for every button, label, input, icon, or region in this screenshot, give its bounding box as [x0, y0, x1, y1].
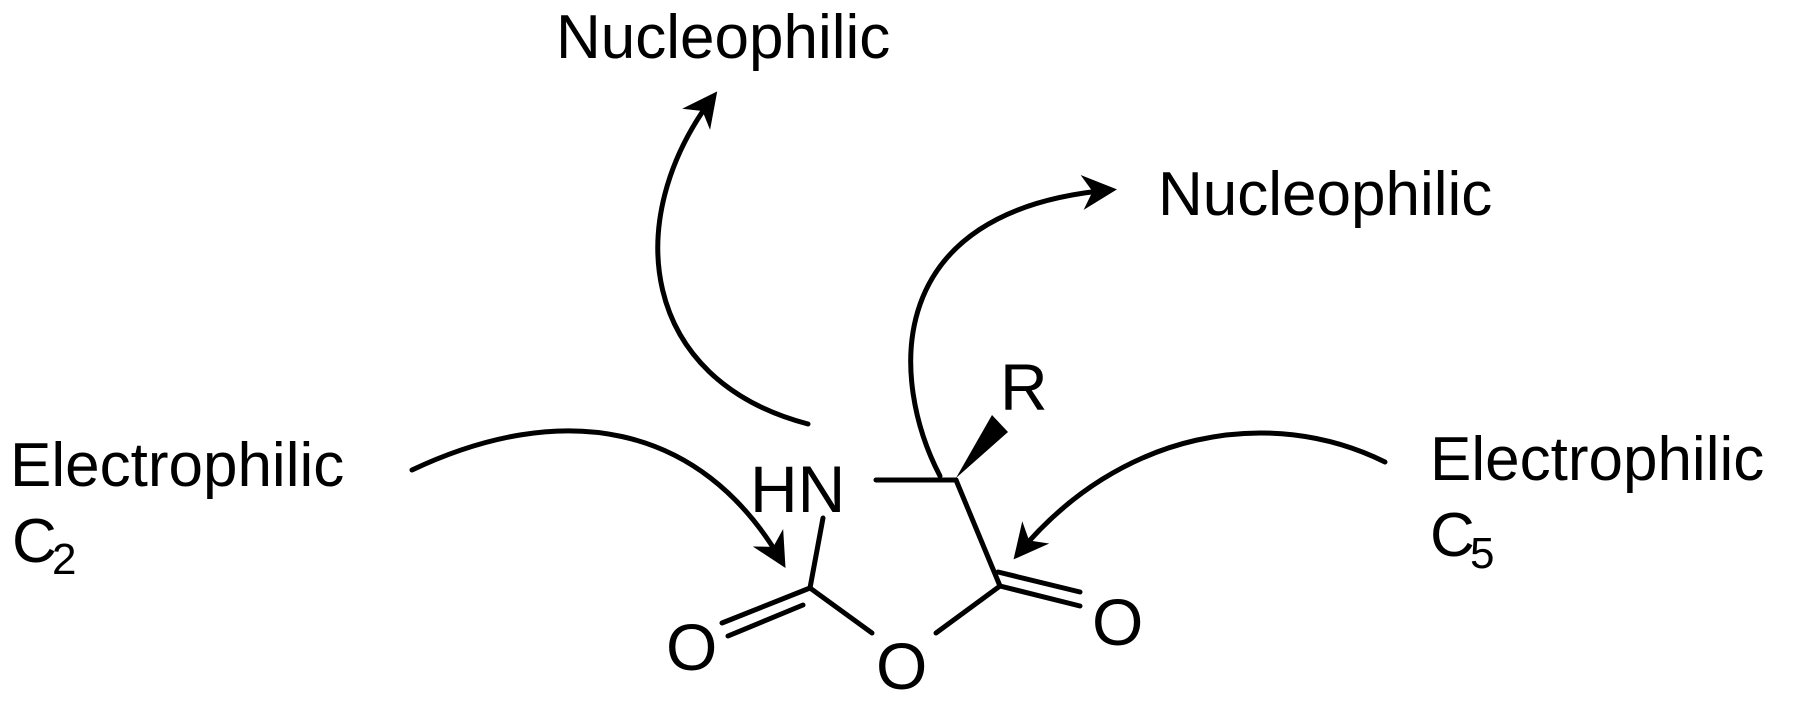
c5-o-double-bond-outer — [997, 583, 1083, 609]
c2-subscript: 2 — [52, 535, 76, 584]
carbonyl-oxygen-right: O — [1092, 585, 1143, 659]
c2-label: C 2 — [12, 507, 76, 584]
ring-oxygen: O — [876, 629, 927, 703]
reactivity-arrows — [409, 91, 1388, 569]
r-group: R — [1000, 350, 1048, 424]
arrow-nucleophilic-n — [655, 91, 811, 427]
nucleophilic-label-top: Nucleophilic — [556, 3, 890, 72]
arrow-electrophilic-c2 — [409, 428, 786, 569]
arrow-nucleophilic-calpha — [908, 175, 1117, 479]
carbonyl-bonds — [719, 569, 1083, 639]
bond-calpha-c5 — [953, 477, 1003, 589]
bond-c2-oring — [807, 585, 875, 636]
arrow-electrophilic-c5 — [1013, 430, 1388, 560]
c2-o-double-bond-outer — [719, 585, 813, 626]
c5-o-double-bond-inner — [995, 569, 1083, 595]
c5-letter: C — [1430, 501, 1475, 570]
c2-letter: C — [12, 507, 57, 576]
c5-subscript: 5 — [1470, 529, 1494, 578]
bond-n-c2 — [807, 515, 826, 591]
wedge-bond-r — [956, 415, 1008, 478]
nucleophilic-label-right: Nucleophilic — [1158, 160, 1492, 229]
c2-o-double-bond-inner — [725, 602, 806, 639]
ring-bonds — [807, 477, 1003, 636]
electrophilic-label-left: Electrophilic — [10, 431, 344, 500]
electrophilic-label-right: Electrophilic — [1430, 425, 1764, 494]
hn-atom: HN — [750, 452, 845, 526]
c5-label: C 5 — [1430, 501, 1494, 578]
bond-oring-c5 — [933, 583, 1003, 636]
carbonyl-oxygen-left: O — [666, 610, 717, 684]
